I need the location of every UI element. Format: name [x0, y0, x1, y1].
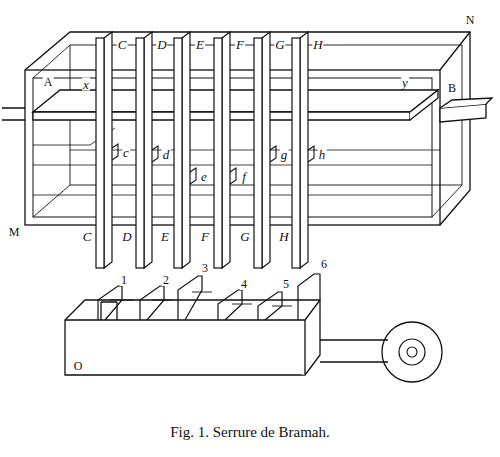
- part-letter: y: [401, 76, 409, 89]
- part-letter: M: [8, 226, 21, 238]
- callout-number: 6: [320, 258, 328, 270]
- part-letter: h: [318, 148, 327, 161]
- part-letter: d: [162, 148, 171, 161]
- part-letter: f: [241, 170, 247, 183]
- part-letter: A: [43, 76, 54, 88]
- part-letter: H: [278, 230, 289, 243]
- part-letter: x: [82, 78, 90, 91]
- part-letter: E: [160, 230, 170, 243]
- part-letter: H: [312, 38, 323, 51]
- part-letter: D: [156, 38, 167, 51]
- callout-number: 4: [240, 278, 248, 290]
- part-letter: C: [82, 230, 93, 243]
- part-letter: e: [200, 170, 208, 183]
- part-letter: D: [121, 230, 132, 243]
- part-letter: F: [235, 38, 245, 51]
- callout-number: 1: [120, 274, 128, 286]
- part-letter: B: [447, 82, 457, 94]
- part-letter: C: [117, 38, 128, 51]
- part-letter: F: [200, 230, 210, 243]
- part-letter: N: [465, 14, 476, 26]
- part-letter: G: [239, 230, 250, 243]
- figure-caption: Fig. 1. Serrure de Bramah.: [0, 424, 500, 441]
- callout-number: 3: [201, 262, 209, 274]
- part-letter: O: [73, 360, 84, 372]
- callout-number: 2: [162, 274, 170, 286]
- callout-number: 5: [282, 278, 290, 290]
- part-letter: c: [122, 146, 130, 159]
- part-letter: E: [195, 38, 205, 51]
- part-letter: G: [274, 38, 285, 51]
- part-letter: g: [280, 148, 289, 161]
